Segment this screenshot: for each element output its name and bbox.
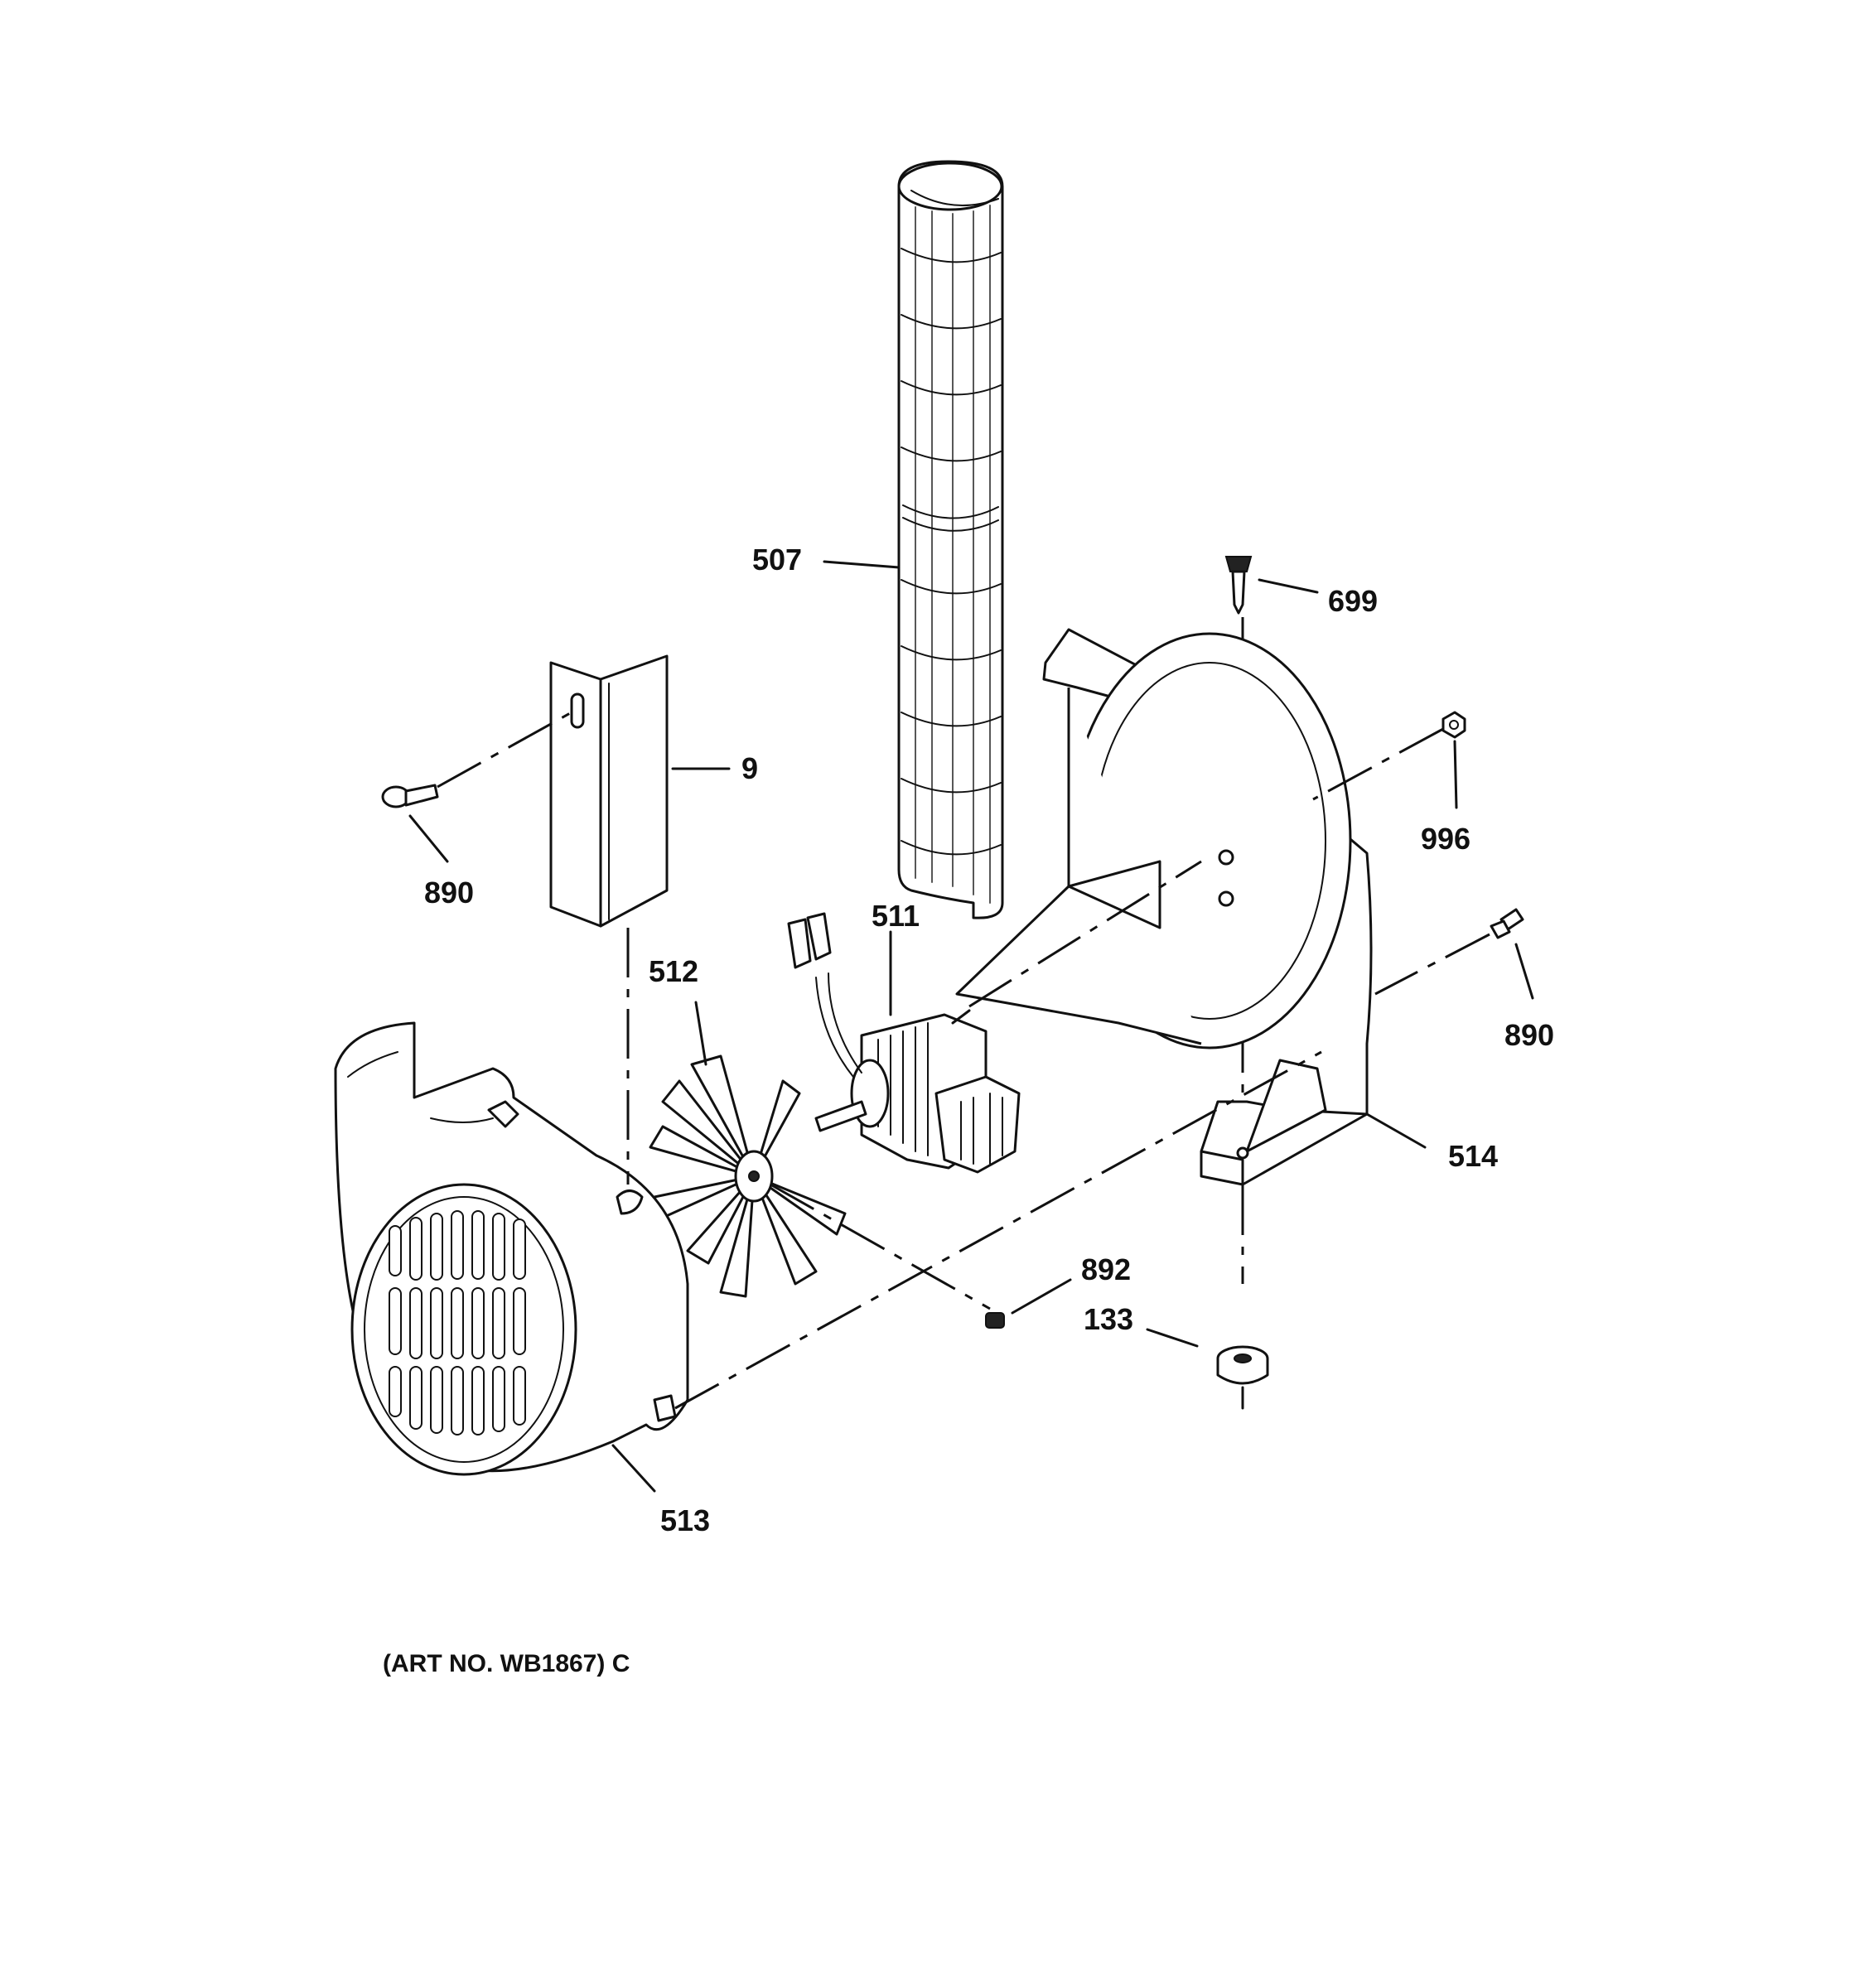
- callout-892: 892: [1081, 1252, 1131, 1286]
- part-996-nut: [1312, 711, 1466, 801]
- part-133-grommet: [1216, 1345, 1269, 1410]
- leader-890-left: [408, 814, 449, 863]
- callout-133: 133: [1084, 1302, 1133, 1336]
- callout-512: 512: [649, 954, 698, 988]
- leader-699: [1258, 578, 1319, 594]
- callout-996: 996: [1421, 822, 1470, 856]
- leader-507: [823, 560, 901, 569]
- part-514-motor-bracket: [955, 628, 1373, 1186]
- leader-890-right: [1514, 943, 1534, 1000]
- callout-507: 507: [752, 543, 802, 577]
- leader-512: [694, 1001, 707, 1066]
- leader-996: [1453, 740, 1458, 809]
- part-507-filter-tube: [897, 160, 1004, 919]
- part-892-set-screw: [985, 1312, 1005, 1329]
- callout-514: 514: [1448, 1139, 1498, 1173]
- callout-9: 9: [741, 751, 758, 785]
- callout-513: 513: [660, 1503, 710, 1537]
- callout-890-left: 890: [424, 876, 474, 910]
- part-9-channel-bracket: [549, 654, 669, 928]
- part-513-blower-housing: [334, 928, 1322, 1476]
- part-699-screw-top: [1224, 556, 1253, 615]
- callout-699: 699: [1328, 584, 1378, 618]
- part-890-screw-right: [1374, 908, 1524, 996]
- leader-513: [611, 1444, 656, 1493]
- callout-511: 511: [872, 899, 920, 933]
- part-512-fan-blade: [649, 1054, 847, 1298]
- leader-514: [1365, 1112, 1427, 1149]
- part-511-motor: [787, 912, 1021, 1174]
- assembly-line-motor: [968, 860, 1202, 1008]
- leader-892: [1011, 1278, 1072, 1315]
- art-number-label: (ART NO. WB1867) C: [383, 1650, 630, 1677]
- part-890-screw-left: [381, 711, 572, 808]
- assembly-line-shaft: [770, 1183, 991, 1310]
- leader-133: [1146, 1328, 1199, 1348]
- callout-890-right: 890: [1504, 1018, 1554, 1052]
